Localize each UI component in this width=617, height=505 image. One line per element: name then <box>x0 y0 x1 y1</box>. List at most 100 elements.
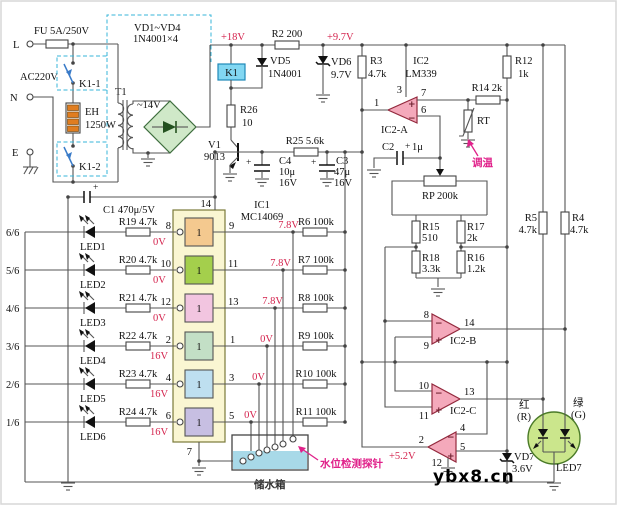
resistor <box>125 265 151 275</box>
junction-dots <box>66 42 567 484</box>
fraction-label: 1/6 <box>6 418 19 429</box>
probe-wires <box>250 232 294 454</box>
resistor-r15 <box>411 220 421 244</box>
temp-adjust-label: 调温 <box>472 156 493 169</box>
gate-label: 1 <box>196 380 201 391</box>
led-icon <box>78 366 96 391</box>
r4-value: 4.7k <box>570 225 589 236</box>
r26-value: 10 <box>242 118 253 129</box>
ic2a-minus: − <box>408 114 416 124</box>
pin-in: 6 <box>166 411 171 422</box>
probe-icon <box>279 440 287 448</box>
resistor-r17 <box>456 220 466 244</box>
gate-label: 1 <box>196 266 201 277</box>
ic2a-pin-out: 1 <box>374 98 379 109</box>
r14-label: R14 2k <box>472 83 503 94</box>
capacitor-c3 <box>319 152 335 178</box>
red-en-label: (R) <box>517 412 532 423</box>
vd6-value: 9.7V <box>331 70 352 81</box>
level-row-6: 1/6 LED6 R24 4.7k 16V 6 1 5 0V R11 100k <box>6 404 345 443</box>
inverter-bubble-icon <box>176 418 184 426</box>
capacitor-c2 <box>373 151 440 168</box>
water-tank-section: 水位检测探针 储水箱 <box>199 232 383 491</box>
resistor <box>125 227 151 237</box>
green-cn-label: 绿 <box>573 396 584 409</box>
r16-value: 1.2k <box>467 264 486 275</box>
r2-label: R2 200 <box>272 29 303 40</box>
ic2a-pin-m: 6 <box>421 105 426 116</box>
relay-linkage <box>106 14 212 142</box>
probe-label: 水位检测探针 <box>319 457 383 470</box>
c3-value: 47μ <box>334 167 351 178</box>
ic2d-pin-out: 2 <box>419 435 424 446</box>
ac-voltage-label: AC220V <box>20 72 58 83</box>
led7-label: LED7 <box>556 463 582 474</box>
resistor-label: R24 4.7k <box>119 407 158 418</box>
inverter-gate <box>184 407 214 437</box>
level-row-3: 4/6 LED3 R21 4.7k 0V 12 1 13 7.8V R8 100… <box>6 290 345 329</box>
ic1-pin-gnd: 7 <box>187 447 192 458</box>
capacitor-c1 <box>68 191 215 203</box>
terminal-e <box>26 148 34 156</box>
level-row-4: 3/6 LED4 R22 4.7k 16V 2 1 1 0V R9 100k <box>6 328 345 367</box>
ic2d-pin-m: 4 <box>460 423 466 434</box>
ground-icon <box>60 482 76 491</box>
pin-in: 10 <box>161 259 172 270</box>
diode-vd5-icon <box>256 58 268 67</box>
potentiometer-rp <box>391 169 488 215</box>
ic2a-plus: + <box>408 100 416 110</box>
relay-contact-box-2 <box>56 141 108 177</box>
gate-label: 1 <box>196 418 201 429</box>
ic1-block <box>172 209 226 443</box>
led-icon <box>78 252 96 277</box>
resistor <box>125 417 151 427</box>
resistor-right <box>302 303 328 313</box>
comparator-ic2b <box>431 312 462 346</box>
r15-value: 510 <box>422 233 438 244</box>
led-icon <box>78 290 96 315</box>
r17-value: 2k <box>467 233 478 244</box>
led7-green-chip <box>560 414 576 452</box>
ic2d-plus: + <box>447 452 455 462</box>
ic2b-pin-p: 9 <box>424 341 429 352</box>
ground-icon <box>191 467 207 476</box>
inverter-gate <box>184 293 214 323</box>
pin-out: 11 <box>228 259 238 270</box>
pink-arrow <box>301 448 319 461</box>
terminal-l <box>26 40 34 48</box>
ic2d-minus: − <box>447 433 455 443</box>
c3-volt: 16V <box>334 178 353 189</box>
resistor-r4 <box>560 211 570 235</box>
ground-icon <box>366 169 382 178</box>
level-row-5: 2/6 LED5 R23 4.7k 16V 4 1 3 0V R10 100k <box>6 366 345 405</box>
v-in: 16V <box>150 351 169 362</box>
ic2a-pin-p: 7 <box>421 88 426 99</box>
thermistor-rt <box>463 109 473 133</box>
watermark: ybx8.cn <box>433 467 515 487</box>
resistor-r5 <box>538 211 548 235</box>
probe-icon <box>239 457 247 465</box>
gate-label: 1 <box>196 304 201 315</box>
ic2c-minus: − <box>435 389 443 399</box>
led-icon <box>78 328 96 353</box>
resistor-r2 <box>274 40 300 50</box>
pin-out: 3 <box>229 373 234 384</box>
vd5-type: 1N4001 <box>268 69 302 80</box>
c2-value: 1μ <box>412 142 423 153</box>
ground-icon <box>315 94 331 103</box>
c2-name: C2 <box>382 142 394 153</box>
relay-contact-box-1 <box>56 55 108 91</box>
resistor-right <box>302 341 328 351</box>
inverter-bubble-icon <box>176 266 184 274</box>
pin-out: 1 <box>230 335 235 346</box>
k1-2-label: K1-2 <box>79 162 101 173</box>
ground-icon <box>140 158 156 167</box>
c4-plus: + <box>246 158 251 168</box>
resistor-right <box>302 227 328 237</box>
supply-section: +18V R2 200 +9.7V K1 VD5 1N4001 VD6 9.7V… <box>204 29 565 189</box>
reference-divider <box>385 214 507 297</box>
c1-plus: + <box>93 183 98 193</box>
v-out: 0V <box>260 334 273 345</box>
inverter-bubble-icon <box>176 380 184 388</box>
ic2c-pin-out: 13 <box>464 387 475 398</box>
